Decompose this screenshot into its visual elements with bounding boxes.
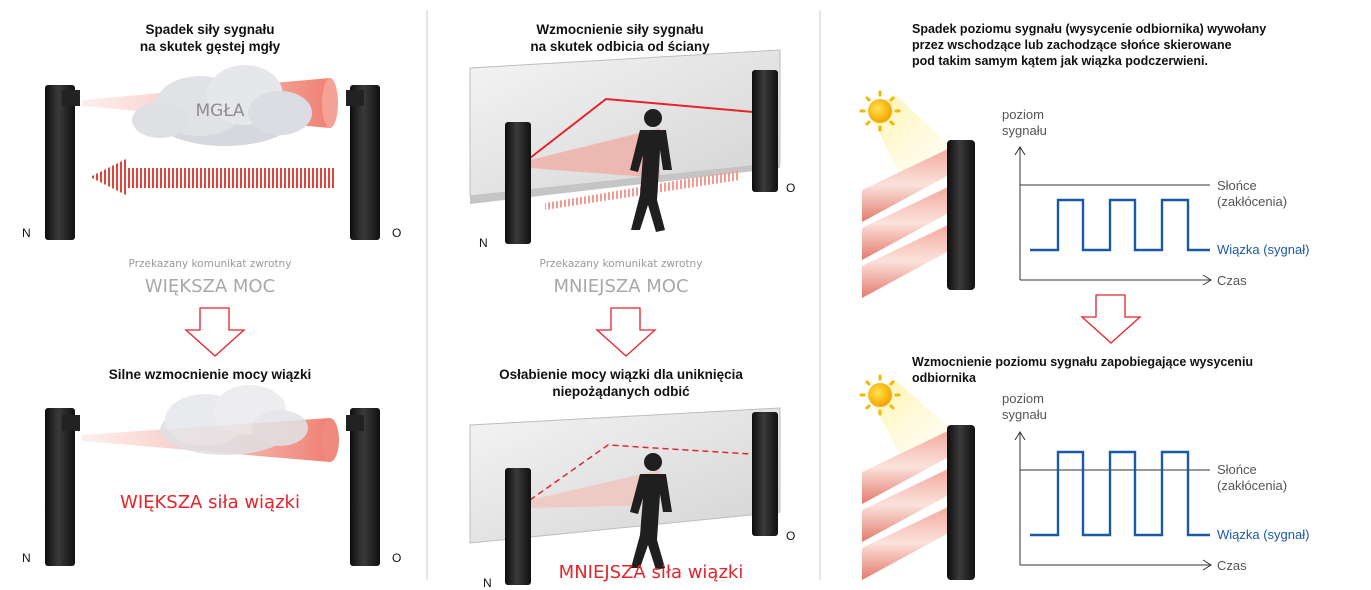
graph1-sun-label-1: Słońce xyxy=(1217,178,1257,193)
sensor-right-2 xyxy=(947,425,975,580)
wall-2 xyxy=(469,407,781,544)
beam-tubes-2 xyxy=(862,430,958,580)
right-title: Spadek poziomu sygnału (wysycenie odbior… xyxy=(912,21,1362,69)
middle-result-title-line2: niepożądanych odbić xyxy=(552,384,690,399)
down-arrow-left xyxy=(184,307,246,357)
label-o-2: O xyxy=(392,551,402,565)
left-result-title: Silne wzmocnienie mocy wiązki xyxy=(108,367,312,382)
sensor-right xyxy=(947,140,975,290)
right-result-title-line2: odbiornika xyxy=(912,371,976,385)
label-n-mid-2: N xyxy=(483,576,492,590)
middle-result-title-line1: Osłabienie mocy wiązki dla uniknięcia xyxy=(499,367,743,382)
reflection-line xyxy=(529,97,766,159)
left-top-scene xyxy=(45,65,380,240)
beam-mid xyxy=(530,128,660,178)
graph1-y-label: poziom sygnału xyxy=(1002,107,1047,139)
sensor-n-mid-2 xyxy=(505,468,531,585)
right-title-line3: pod takim samym kątem jak wiązka podczer… xyxy=(912,54,1208,68)
sensor-n xyxy=(45,85,75,240)
graph2-y-label-2: sygnału xyxy=(1002,407,1047,422)
graph1-sun-label-2: (zakłócenia) xyxy=(1217,194,1288,209)
middle-bottom-scene xyxy=(469,407,781,585)
sun-icon xyxy=(859,90,901,132)
graph2-y-label: poziom sygnału xyxy=(1002,391,1047,423)
fog-cloud-2 xyxy=(160,385,308,455)
left-bottom-scene xyxy=(45,385,380,566)
middle-result-title: Osłabienie mocy wiązki dla uniknięcia ni… xyxy=(466,366,776,400)
graph1-x-label: Czas xyxy=(1217,273,1247,288)
label-n-mid: N xyxy=(479,236,488,250)
left-title: Spadek siły sygnału na skutek gęstej mgł… xyxy=(95,21,325,55)
sun-icon-2 xyxy=(859,374,901,416)
sensor-n-2 xyxy=(45,408,75,566)
left-title-line2: na skutek gęstej mgły xyxy=(139,39,281,54)
down-arrow-middle xyxy=(595,307,657,357)
middle-result-text: MNIEJSZA siła wiązki xyxy=(558,562,744,583)
sensor-o-mid xyxy=(752,70,778,192)
sensor-o-mid-2 xyxy=(752,412,778,536)
label-o-mid: O xyxy=(786,181,796,195)
middle-top-scene xyxy=(469,49,781,244)
beam-tubes xyxy=(862,148,958,298)
right-title-line1: Spadek poziomu sygnału (wysycenie odbior… xyxy=(912,22,1267,36)
person-icon-2 xyxy=(630,453,672,570)
reflection-dashed xyxy=(529,444,766,501)
graph1-y-label-1: poziom xyxy=(1002,107,1044,122)
right-bottom-scene xyxy=(859,374,1212,580)
right-top-scene xyxy=(859,90,1212,298)
graph2-signal xyxy=(1030,450,1210,537)
right-result-title-line1: Wzmocnienie poziomu sygnału zapobiegając… xyxy=(912,355,1254,369)
graph1-y-label-2: sygnału xyxy=(1002,123,1047,138)
label-n-2: N xyxy=(22,551,31,565)
label-o-mid-2: O xyxy=(786,529,796,543)
middle-title-line1: Wzmocnienie siły sygnału xyxy=(536,22,704,37)
middle-title-line2: na skutek odbicia od ściany xyxy=(530,39,710,54)
middle-feedback-small: Przekazany komunikat zwrotny xyxy=(539,258,703,270)
sensor-o xyxy=(350,85,380,240)
sensor-o-2 xyxy=(350,408,380,566)
graph2-sun-label: Słońce (zakłócenia) xyxy=(1217,462,1287,494)
return-arrow xyxy=(90,158,335,196)
middle-feedback-big: MNIEJSZA MOC xyxy=(553,276,689,297)
fog-label: MGŁA xyxy=(195,101,245,121)
sensor-n-mid xyxy=(505,122,531,244)
down-arrow-right xyxy=(1080,294,1142,344)
label-o: O xyxy=(392,226,402,240)
graph2-x-label: Czas xyxy=(1217,558,1247,573)
middle-title: Wzmocnienie siły sygnału na skutek odbic… xyxy=(500,21,740,55)
graph2-sun-label-1: Słońce xyxy=(1217,462,1257,477)
graph2-sun-label-2: (zakłócenia) xyxy=(1217,478,1288,493)
graph2-y-label-1: poziom xyxy=(1002,391,1044,406)
label-n: N xyxy=(22,226,31,240)
graph1-sun-label: Słońce (zakłócenia) xyxy=(1217,178,1287,210)
fog-cloud xyxy=(132,65,312,146)
left-feedback-big: WIĘKSZA MOC xyxy=(144,276,276,297)
left-title-line1: Spadek siły sygnału xyxy=(145,22,275,37)
graph2-axes xyxy=(1014,431,1212,571)
right-title-line2: przez wschodzące lub zachodzące słońce s… xyxy=(912,38,1232,52)
graph1-beam-label: Wiązka (sygnał) xyxy=(1217,242,1310,257)
right-result-title: Wzmocnienie poziomu sygnału zapobiegając… xyxy=(912,354,1362,386)
graph2-beam-label: Wiązka (sygnał) xyxy=(1217,527,1310,542)
left-feedback-small: Przekazany komunikat zwrotny xyxy=(128,258,292,270)
beam-end xyxy=(322,78,338,128)
graph1-axes xyxy=(1014,146,1212,286)
person-icon xyxy=(630,109,672,232)
graph1-signal xyxy=(1030,198,1210,252)
left-result-text: WIĘKSZA siła wiązki xyxy=(120,492,300,513)
